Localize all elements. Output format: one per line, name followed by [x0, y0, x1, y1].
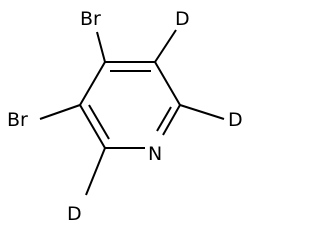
bond-c6-d: [179, 104, 225, 120]
bond-c3-c4: [79, 61, 106, 106]
atom-label-nitrogen: N: [148, 143, 162, 165]
bond-c5-c6: [154, 61, 181, 106]
bond-c3-br: [39, 104, 81, 120]
bond-c2-c3: [79, 104, 106, 149]
atom-label-d-bottom-left: D: [67, 203, 82, 225]
atom-label-br-upper: Br: [80, 8, 101, 30]
bond-c4-br: [96, 31, 106, 63]
bond-c5-d: [154, 29, 177, 63]
bond-c2-c3-inner: [88, 104, 110, 140]
atom-label-d-top-right: D: [175, 8, 190, 30]
dibromo-pyridine-structure: Br Br D D D N: [7, 8, 243, 225]
bond-c2-d: [85, 147, 106, 196]
bond-c6-n1: [162, 104, 181, 136]
atom-label-d-right: D: [228, 109, 243, 131]
atom-label-br-lower: Br: [7, 109, 28, 131]
bond-c6-n1-inner: [156, 106, 172, 132]
structure-canvas: Br Br D D D N: [7, 8, 243, 225]
